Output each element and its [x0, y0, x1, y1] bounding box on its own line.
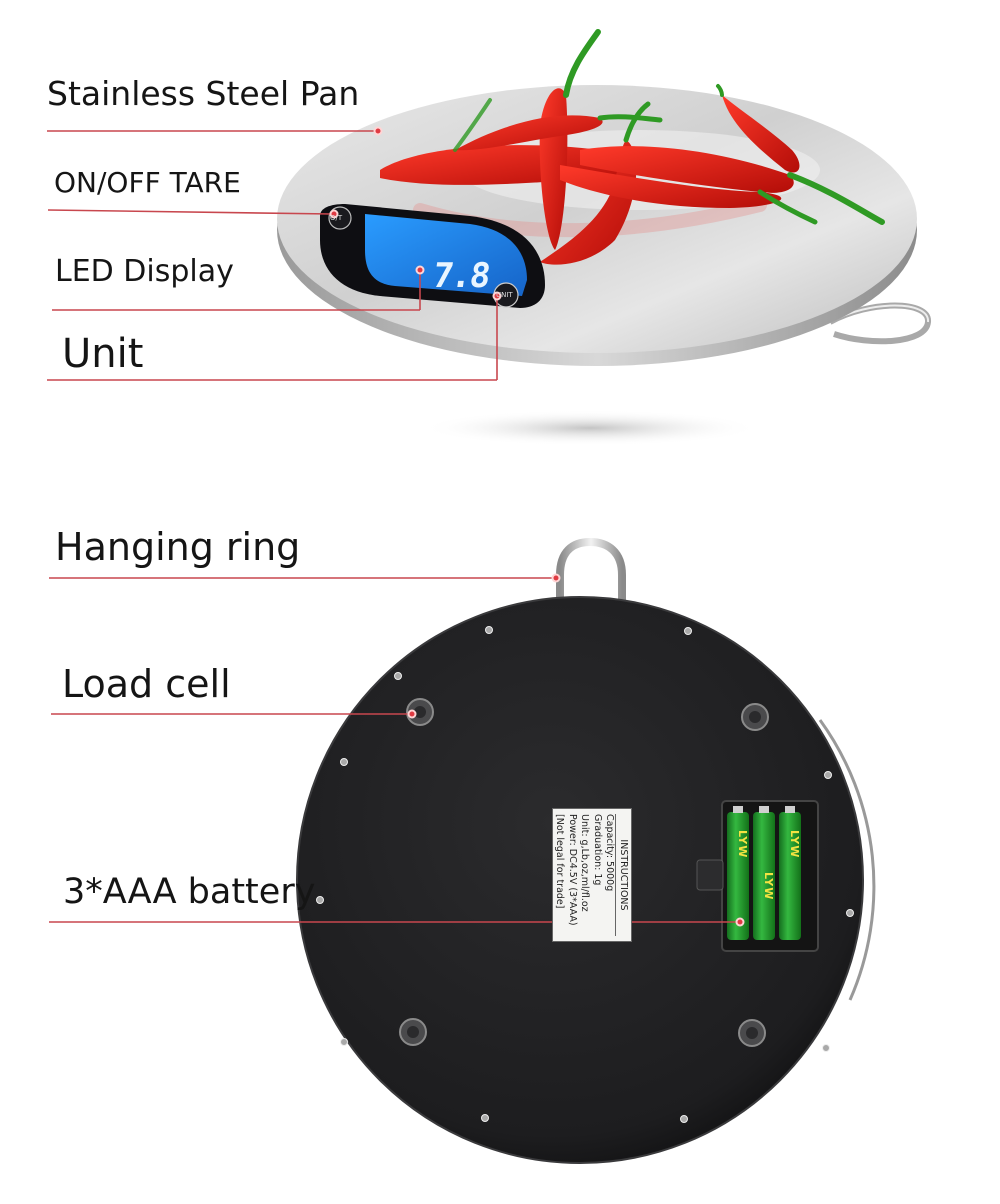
label-battery: 3*AAA battery: [63, 872, 316, 912]
label-unit: Unit: [62, 331, 144, 377]
lcd-readout: 7.8: [430, 256, 492, 296]
led-display-panel: [320, 204, 545, 308]
battery-1-label: LYW: [736, 830, 749, 859]
instructions-title: INSTRUCTIONS: [615, 814, 629, 936]
callout-dots: [329, 126, 745, 927]
battery-2: [753, 812, 775, 940]
battery-3-label: LYW: [788, 830, 801, 859]
label-hanging-ring: Hanging ring: [55, 525, 301, 569]
label-load-cell: Load cell: [62, 662, 231, 706]
instructions-power: Power: DC4.5V (3*AAA): [567, 814, 578, 926]
chili-peppers: [380, 29, 885, 265]
battery-3: [779, 812, 801, 940]
instructions-unit: Unit: g,Lb,oz,ml/fl.oz: [579, 814, 591, 912]
instructions-sticker: INSTRUCTIONS Capacity: 5000g Graduation:…: [552, 808, 632, 942]
label-on-off-tare: ON/OFF TARE: [54, 166, 241, 199]
label-led-display: LED Display: [55, 254, 234, 289]
battery-1: [727, 812, 749, 940]
instructions-graduation: Graduation: 1g: [592, 814, 603, 886]
feet: [399, 698, 769, 1047]
rim-screws: [316, 626, 854, 1123]
battery-2-label: LYW: [762, 872, 775, 901]
floor-shadow: [420, 410, 760, 446]
hanging-ring: [556, 537, 626, 616]
tare-button-label: O/T: [330, 214, 343, 222]
instructions-capacity: Capacity: 5000g: [604, 814, 616, 892]
unit-button-label: UNIT: [496, 291, 513, 299]
instructions-legal: [Not legal for trade]: [554, 814, 566, 909]
label-stainless-steel-pan: Stainless Steel Pan: [47, 74, 360, 113]
